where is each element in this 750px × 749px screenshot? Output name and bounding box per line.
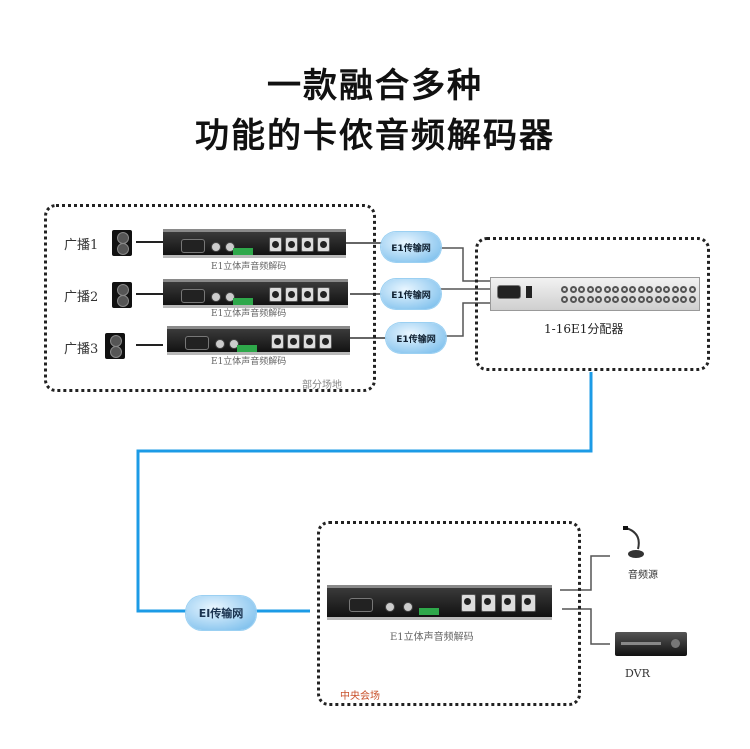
bnc-port [561, 286, 568, 293]
speaker-icon [105, 333, 125, 359]
broadcast-label: 广播3 [64, 342, 99, 357]
bnc-port [629, 296, 636, 303]
bnc-port [688, 296, 696, 303]
title-line-1: 一款融合多种 [267, 66, 483, 106]
partial-site-label: 部分场地 [302, 380, 342, 391]
central-site-label: 中央会场 [340, 691, 380, 702]
dvr-label: DVR [625, 667, 650, 680]
bnc-port [612, 296, 619, 303]
central-decoder-device [327, 585, 552, 620]
bnc-port [595, 296, 602, 303]
broadcast-label: 广播2 [64, 290, 99, 305]
e1-splitter-device [490, 277, 700, 311]
bnc-port [663, 296, 670, 303]
bnc-port [603, 296, 611, 303]
splitter-caption: 1-16E1分配器 [544, 322, 624, 336]
decoder-caption: E1立体声音频解码 [211, 357, 287, 367]
audio-source-label: 音频源 [628, 570, 658, 581]
cloud-label: E1传输网 [391, 243, 431, 254]
bnc-port [603, 286, 611, 293]
bnc-port [620, 296, 628, 303]
e1-network-cloud: E1传输网 [386, 323, 446, 353]
backbone-network-cloud: EI传输网 [186, 596, 256, 630]
bnc-port [586, 296, 594, 303]
bnc-port [620, 286, 628, 293]
bnc-port [569, 286, 577, 293]
decoder-device [163, 279, 348, 308]
link-central-audio-source [560, 555, 610, 591]
bnc-port [654, 286, 662, 293]
bnc-port [578, 286, 585, 293]
decoder-device [167, 326, 350, 355]
link-central-dvr [562, 608, 610, 645]
microphone-icon [623, 526, 644, 558]
decoder-caption: E1立体声音频解码 [211, 309, 287, 319]
title-line-2: 功能的卡侬音频解码器 [195, 116, 555, 156]
cloud-label: E1传输网 [396, 334, 436, 345]
partial-site-zone [44, 204, 376, 392]
cloud-label: E1传输网 [391, 290, 431, 301]
speaker-icon [112, 230, 132, 256]
bnc-port [646, 296, 653, 303]
broadcast-label: 广播1 [64, 238, 99, 253]
speaker-icon [112, 282, 132, 308]
power-socket-icon [497, 285, 521, 299]
splitter-zone [475, 237, 710, 371]
bnc-port [688, 286, 696, 293]
bnc-port [578, 296, 585, 303]
bnc-port [671, 286, 679, 293]
e1-network-cloud: E1传输网 [381, 232, 441, 262]
bnc-port [663, 286, 670, 293]
dvr-icon [615, 632, 687, 656]
bnc-port [680, 296, 687, 303]
bnc-port [637, 296, 645, 303]
bnc-port [671, 296, 679, 303]
bnc-port [680, 286, 687, 293]
bnc-port [646, 286, 653, 293]
bnc-port [637, 286, 645, 293]
decoder-device [163, 229, 346, 258]
bnc-port [629, 286, 636, 293]
bnc-port [561, 296, 568, 303]
cloud-label: EI传输网 [198, 607, 244, 620]
bnc-port [654, 296, 662, 303]
bnc-port [569, 296, 577, 303]
central-decoder-caption: E1立体声音频解码 [390, 632, 474, 643]
e1-network-cloud: E1传输网 [381, 279, 441, 309]
central-site-zone [317, 521, 581, 706]
bnc-port [595, 286, 602, 293]
decoder-caption: E1立体声音频解码 [211, 262, 287, 272]
bnc-port [612, 286, 619, 293]
bnc-port [586, 286, 594, 293]
